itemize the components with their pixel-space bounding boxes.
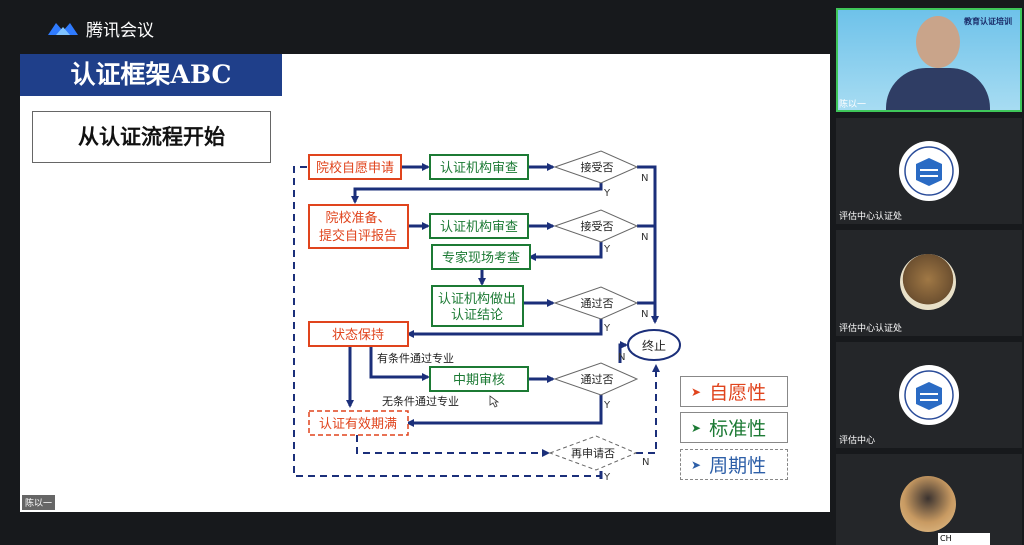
speaker-video: 教育认证培训 <box>836 8 1022 112</box>
avatar <box>900 254 956 310</box>
box-cert-review-2 <box>429 213 529 239</box>
tencent-meeting-icon <box>48 22 78 35</box>
text-pass-2: 通过否 <box>581 373 614 386</box>
text-school-prepare-2: 提交自评报告 <box>319 228 397 244</box>
label-n-1: N <box>641 173 648 184</box>
slide-title: 认证框架ABC <box>20 54 282 96</box>
participant-name: 陈以一 <box>839 100 867 110</box>
label-y-4: Y <box>603 400 611 411</box>
text-school-prepare-1: 院校准备、 <box>325 210 390 226</box>
label-n-3: N <box>641 309 648 320</box>
slide-subtitle: 从认证流程开始 <box>32 111 271 163</box>
status-bar: CH <box>938 533 990 545</box>
legend-standard-label: 标准性 <box>709 418 767 440</box>
participant-name: 评估中心 <box>839 436 876 446</box>
top-bar: 腾讯会议 <box>0 0 830 52</box>
speaker-head <box>916 16 960 68</box>
legend-periodic: ➤ 周期性 <box>680 449 788 480</box>
box-school-prepare <box>308 204 409 249</box>
diamond-reapply <box>548 435 638 471</box>
legend-standard: ➤ 标准性 <box>680 412 788 443</box>
text-terminate: 终止 <box>642 338 666 353</box>
text-status-keep: 状态保持 <box>332 328 384 343</box>
participant-tile[interactable]: 评估中心认证处 <box>836 230 1022 336</box>
participant-tile[interactable]: 评估中心认证处 <box>836 118 1022 224</box>
box-cert-conclude <box>431 285 524 327</box>
diamond-pass-2 <box>553 362 639 396</box>
text-reapply: 再申请否 <box>571 447 615 460</box>
label-y-1: Y <box>603 188 611 199</box>
text-accept-1: 接受否 <box>581 161 614 174</box>
banner-text: 教育认证培训 <box>964 17 1012 26</box>
text-cert-conclude-1: 认证机构做出 <box>438 292 516 307</box>
label-y-2: Y <box>603 244 611 255</box>
text-cert-review-1: 认证机构审查 <box>440 161 518 176</box>
text-unconditional: 无条件通过专业 <box>382 394 459 408</box>
text-cert-review-2: 认证机构审查 <box>440 220 518 235</box>
box-cert-review-1 <box>429 154 529 180</box>
text-accept-2: 接受否 <box>581 220 614 233</box>
label-y-3: Y <box>603 323 611 334</box>
participant-name: 评估中心认证处 <box>839 212 903 222</box>
org-logo-icon <box>899 141 959 201</box>
text-school-apply: 院校自愿申请 <box>316 160 394 176</box>
label-n-5: N <box>642 457 649 468</box>
legend-periodic-label: 周期性 <box>709 455 767 477</box>
legend-voluntary: ➤ 自愿性 <box>680 376 788 407</box>
label-n-4: N <box>618 352 625 363</box>
box-mid-review <box>429 366 529 392</box>
arrow-right-icon: ➤ <box>691 420 702 435</box>
diamond-accept-2 <box>553 209 639 243</box>
shared-slide: 认证框架ABC 从认证流程开始 <box>20 54 830 512</box>
box-status-keep <box>308 321 409 347</box>
participant-tile-speaker[interactable]: 教育认证培训 陈以一 <box>836 8 1022 112</box>
label-y-5: Y <box>603 472 611 483</box>
cursor-icon <box>489 395 500 408</box>
legend-voluntary-label: 自愿性 <box>709 382 767 404</box>
app-logo: 腾讯会议 <box>46 16 154 41</box>
text-pass-1: 通过否 <box>581 297 614 310</box>
diamond-accept-1 <box>553 150 639 184</box>
avatar <box>900 476 956 532</box>
text-conditional: 有条件通过专业 <box>377 351 454 365</box>
box-school-apply <box>308 154 402 180</box>
text-expert-visit: 专家现场考查 <box>442 250 520 266</box>
org-logo-icon <box>899 365 959 425</box>
ellipse-terminate <box>627 329 681 361</box>
participant-name: 评估中心认证处 <box>839 324 903 334</box>
speaker-body <box>886 68 990 110</box>
diamond-pass-1 <box>553 286 639 320</box>
label-n-2: N <box>641 232 648 243</box>
arrow-right-icon: ➤ <box>691 457 702 472</box>
app-name: 腾讯会议 <box>86 21 154 41</box>
certification-flowchart: 院校自愿申请 院校准备、 提交自评报告 状态保持 认证有效期满 认证机构审查 认… <box>293 150 681 483</box>
box-valid-expired <box>308 410 409 436</box>
participant-tile[interactable]: 评估中心 <box>836 342 1022 448</box>
participant-tile[interactable] <box>836 454 1022 545</box>
presenter-tag: 陈以一 <box>22 495 56 510</box>
arrow-right-icon: ➤ <box>691 384 702 399</box>
text-valid-expired: 认证有效期满 <box>319 417 397 432</box>
text-cert-conclude-2: 认证结论 <box>451 308 503 323</box>
text-mid-review: 中期审核 <box>453 373 505 388</box>
box-expert-visit <box>431 244 531 270</box>
